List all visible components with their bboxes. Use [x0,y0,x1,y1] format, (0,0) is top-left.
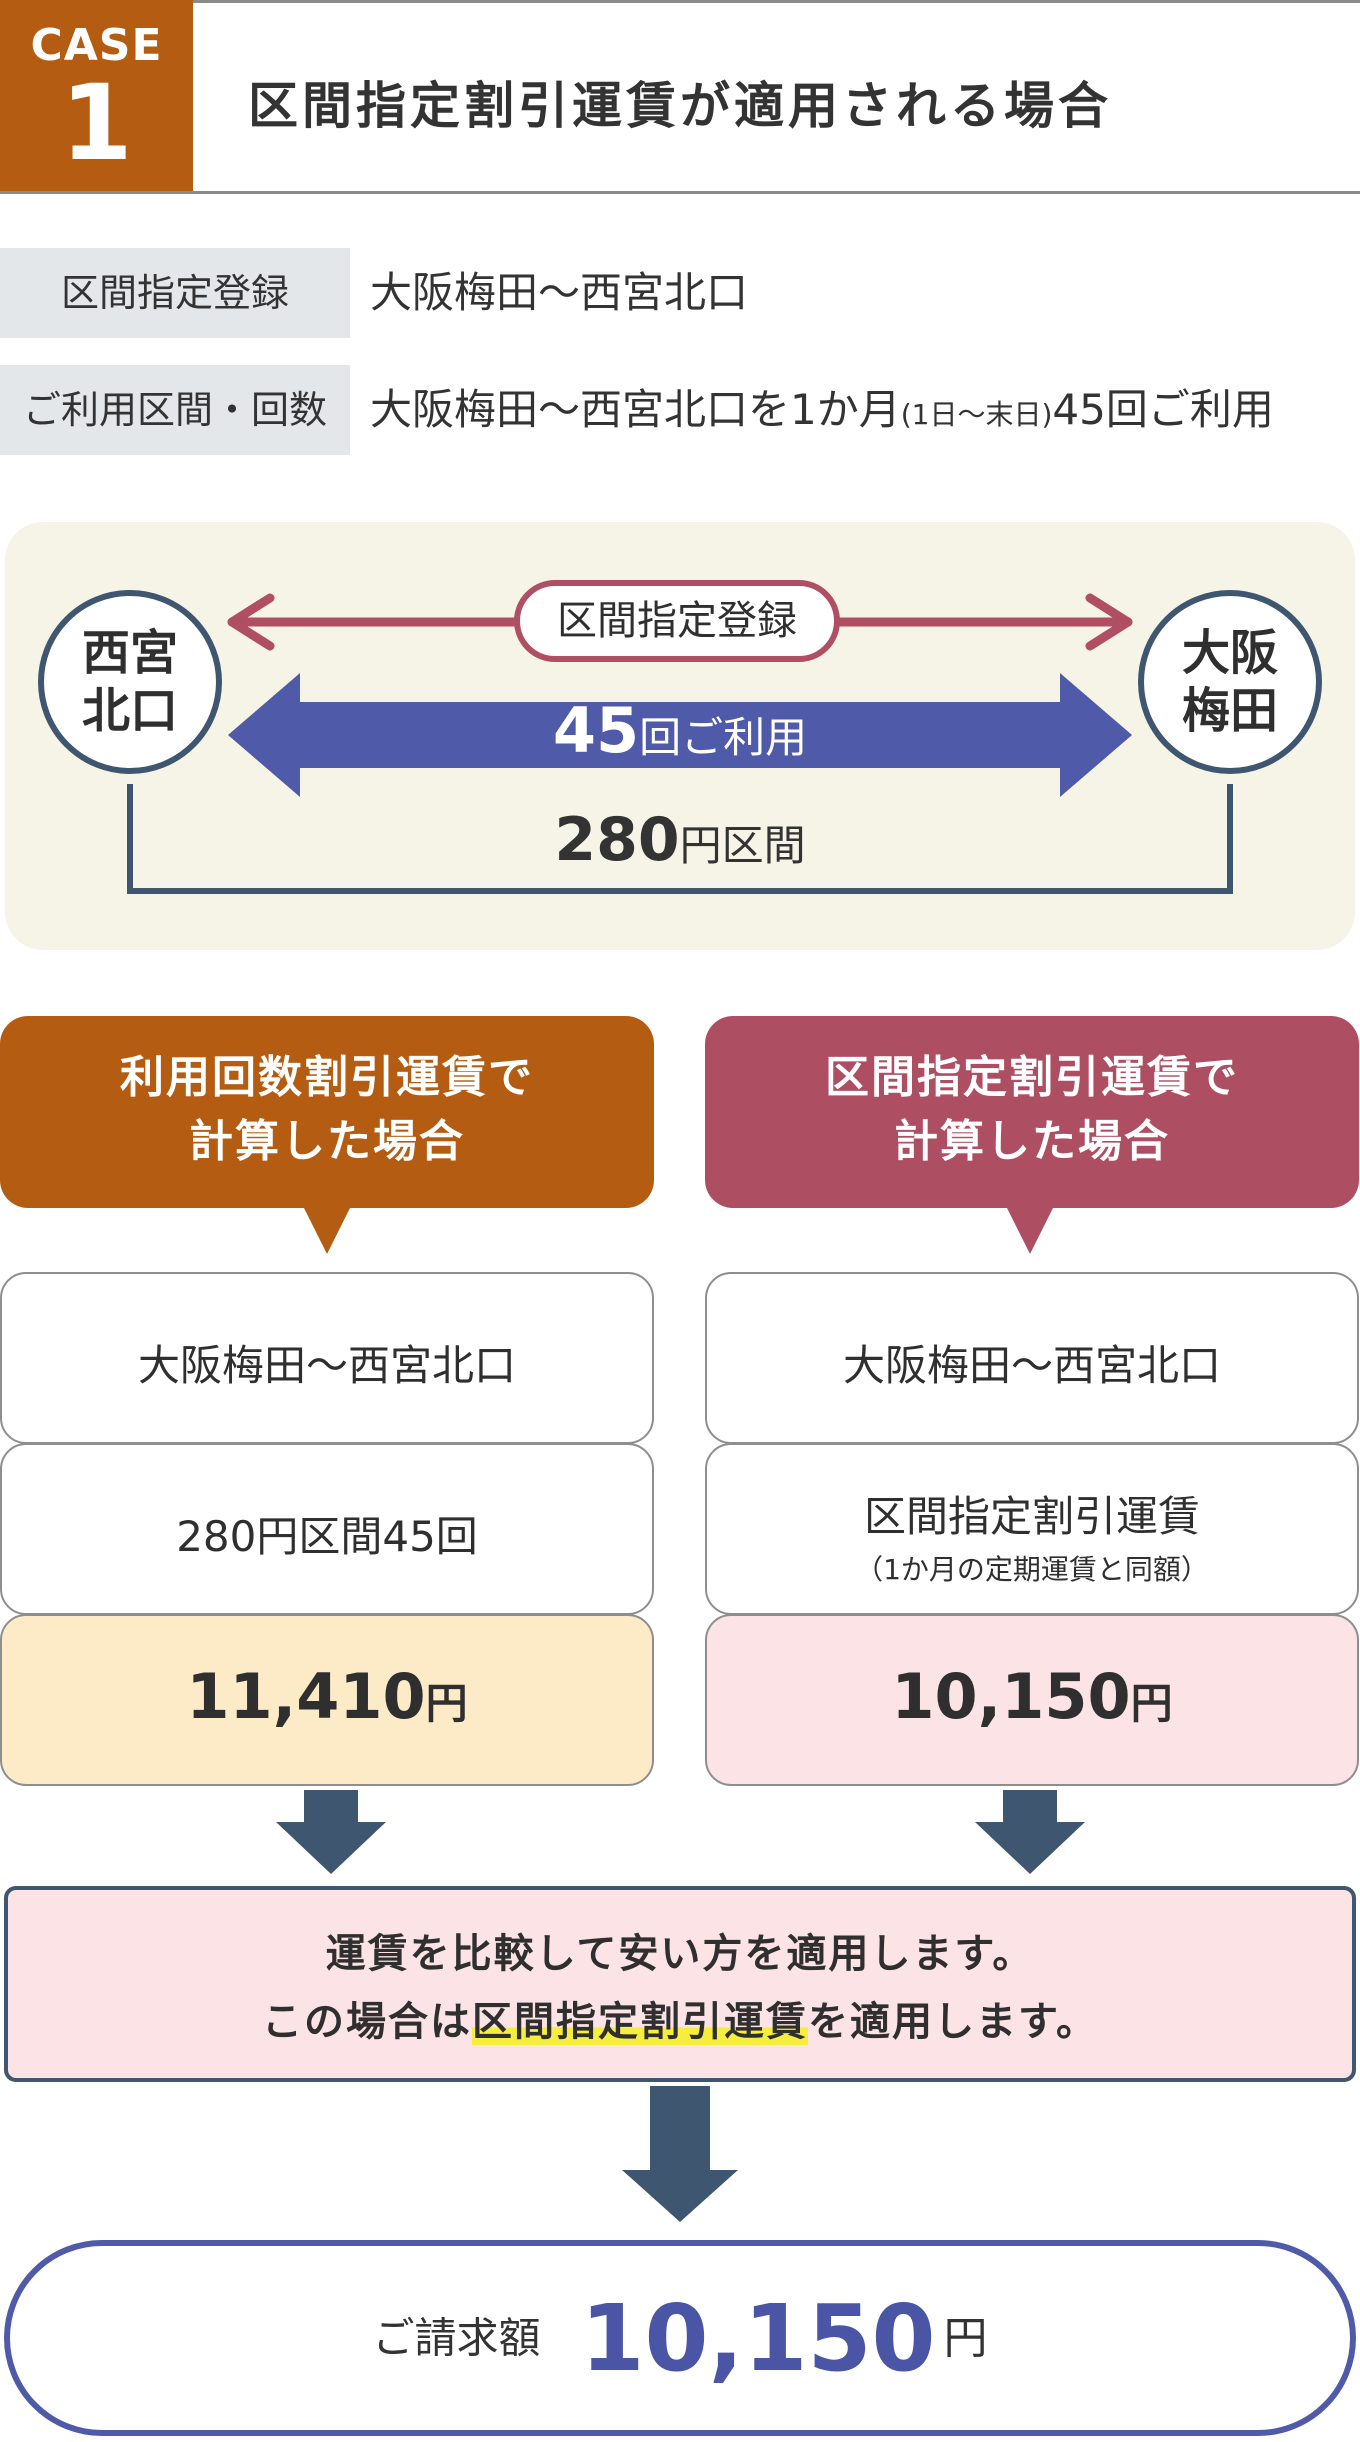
right-result-unit: 円 [1130,1679,1173,1728]
case-label: CASE [30,20,163,71]
usage-value-period: (1日〜末日) [900,398,1053,431]
right-calc-note: （1か月の定期運賃と同額） [855,1553,1209,1586]
right-result-amount: 10,150 [891,1660,1131,1733]
usage-value: 大阪梅田〜西宮北口を1か月(1日〜末日)45回ご利用 [370,365,1274,455]
case-number: 1 [60,62,133,184]
left-down-arrow [276,1790,386,1874]
right-section-text: 大阪梅田〜西宮北口 [842,1341,1221,1390]
case-badge: CASE 1 [0,0,193,194]
left-column-heading: 利用回数割引運賃で 計算した場合 [0,1016,654,1208]
station-osaka-umeda: 大阪梅田 [1138,590,1322,774]
right-heading-line2: 計算した場合 [894,1116,1170,1167]
left-result-amount: 11,410 [186,1660,426,1733]
header-top-rule [0,0,1360,3]
left-heading-line1: 利用回数割引運賃で [120,1052,534,1103]
conclusion-down-arrow [622,2086,738,2222]
conclusion-line2-post: を適用します。 [808,1999,1098,2045]
billing-label: ご請求額 [372,2313,541,2363]
fare-bracket [127,784,1233,894]
station-nishinomiya-kitaguchi: 西宮北口 [38,590,222,774]
left-heading-line2: 計算した場合 [189,1116,465,1167]
right-heading-line1: 区間指定割引運賃で [825,1052,1239,1103]
station-right-label: 大阪梅田 [1181,625,1278,739]
usage-label: ご利用区間・回数 [0,365,350,455]
right-column-heading: 区間指定割引運賃で 計算した場合 [705,1016,1359,1208]
conclusion-line2-pre: この場合は [262,1999,472,2045]
right-section-box: 大阪梅田〜西宮北口 [705,1272,1359,1444]
right-down-arrow [975,1790,1085,1874]
right-result-box: 10,150円 [705,1614,1359,1786]
fare-section-label: 280円区間 [480,805,880,875]
station-left-label: 西宮北口 [81,625,178,739]
header-bottom-rule [0,191,1360,194]
left-result-unit: 円 [425,1679,468,1728]
right-calc-box: 区間指定割引運賃 （1か月の定期運賃と同額） [705,1443,1359,1615]
billing-amount: 10,150 [580,2284,936,2392]
usage-value-count: 45回ご利用 [1052,385,1274,434]
billing-unit: 円 [943,2312,988,2364]
right-heading-pointer [1006,1206,1054,1254]
usage-value-main: 大阪梅田〜西宮北口を1か月 [370,385,901,434]
usage-count-text: 回ご利用 [639,713,808,762]
registration-pill: 区間指定登録 [514,580,840,662]
conclusion-box: 運賃を比較して安い方を適用します。 この場合は区間指定割引運賃を適用します。 [4,1886,1356,2082]
left-section-box: 大阪梅田〜西宮北口 [0,1272,654,1444]
left-result-box: 11,410円 [0,1614,654,1786]
conclusion-highlight: 区間指定割引運賃 [472,1999,808,2045]
fare-section-amount: 280 [554,805,680,875]
registration-arrow-head-left [227,593,275,651]
usage-arrow [228,673,1132,797]
registration-arrow-head-right [1085,593,1133,651]
page-header: CASE 1 区間指定割引運賃が適用される場合 [0,0,1360,194]
left-calc-text: 280円区間45回 [176,1512,478,1561]
usage-count-label: 45回ご利用 [480,694,880,767]
right-calc-text: 区間指定割引運賃 [863,1492,1200,1541]
left-heading-pointer [303,1206,351,1254]
registration-label: 区間指定登録 [0,248,350,338]
registration-value: 大阪梅田〜西宮北口 [370,268,749,317]
usage-count-number: 45 [552,694,640,767]
conclusion-line1: 運賃を比較して安い方を適用します。 [325,1931,1035,1977]
conclusion-line2: この場合は区間指定割引運賃を適用します。 [8,1988,1352,2056]
left-calc-box: 280円区間45回 [0,1443,654,1615]
fare-section-text: 円区間 [679,821,806,870]
page-title: 区間指定割引運賃が適用される場合 [248,77,1112,135]
left-section-text: 大阪梅田〜西宮北口 [137,1341,516,1390]
